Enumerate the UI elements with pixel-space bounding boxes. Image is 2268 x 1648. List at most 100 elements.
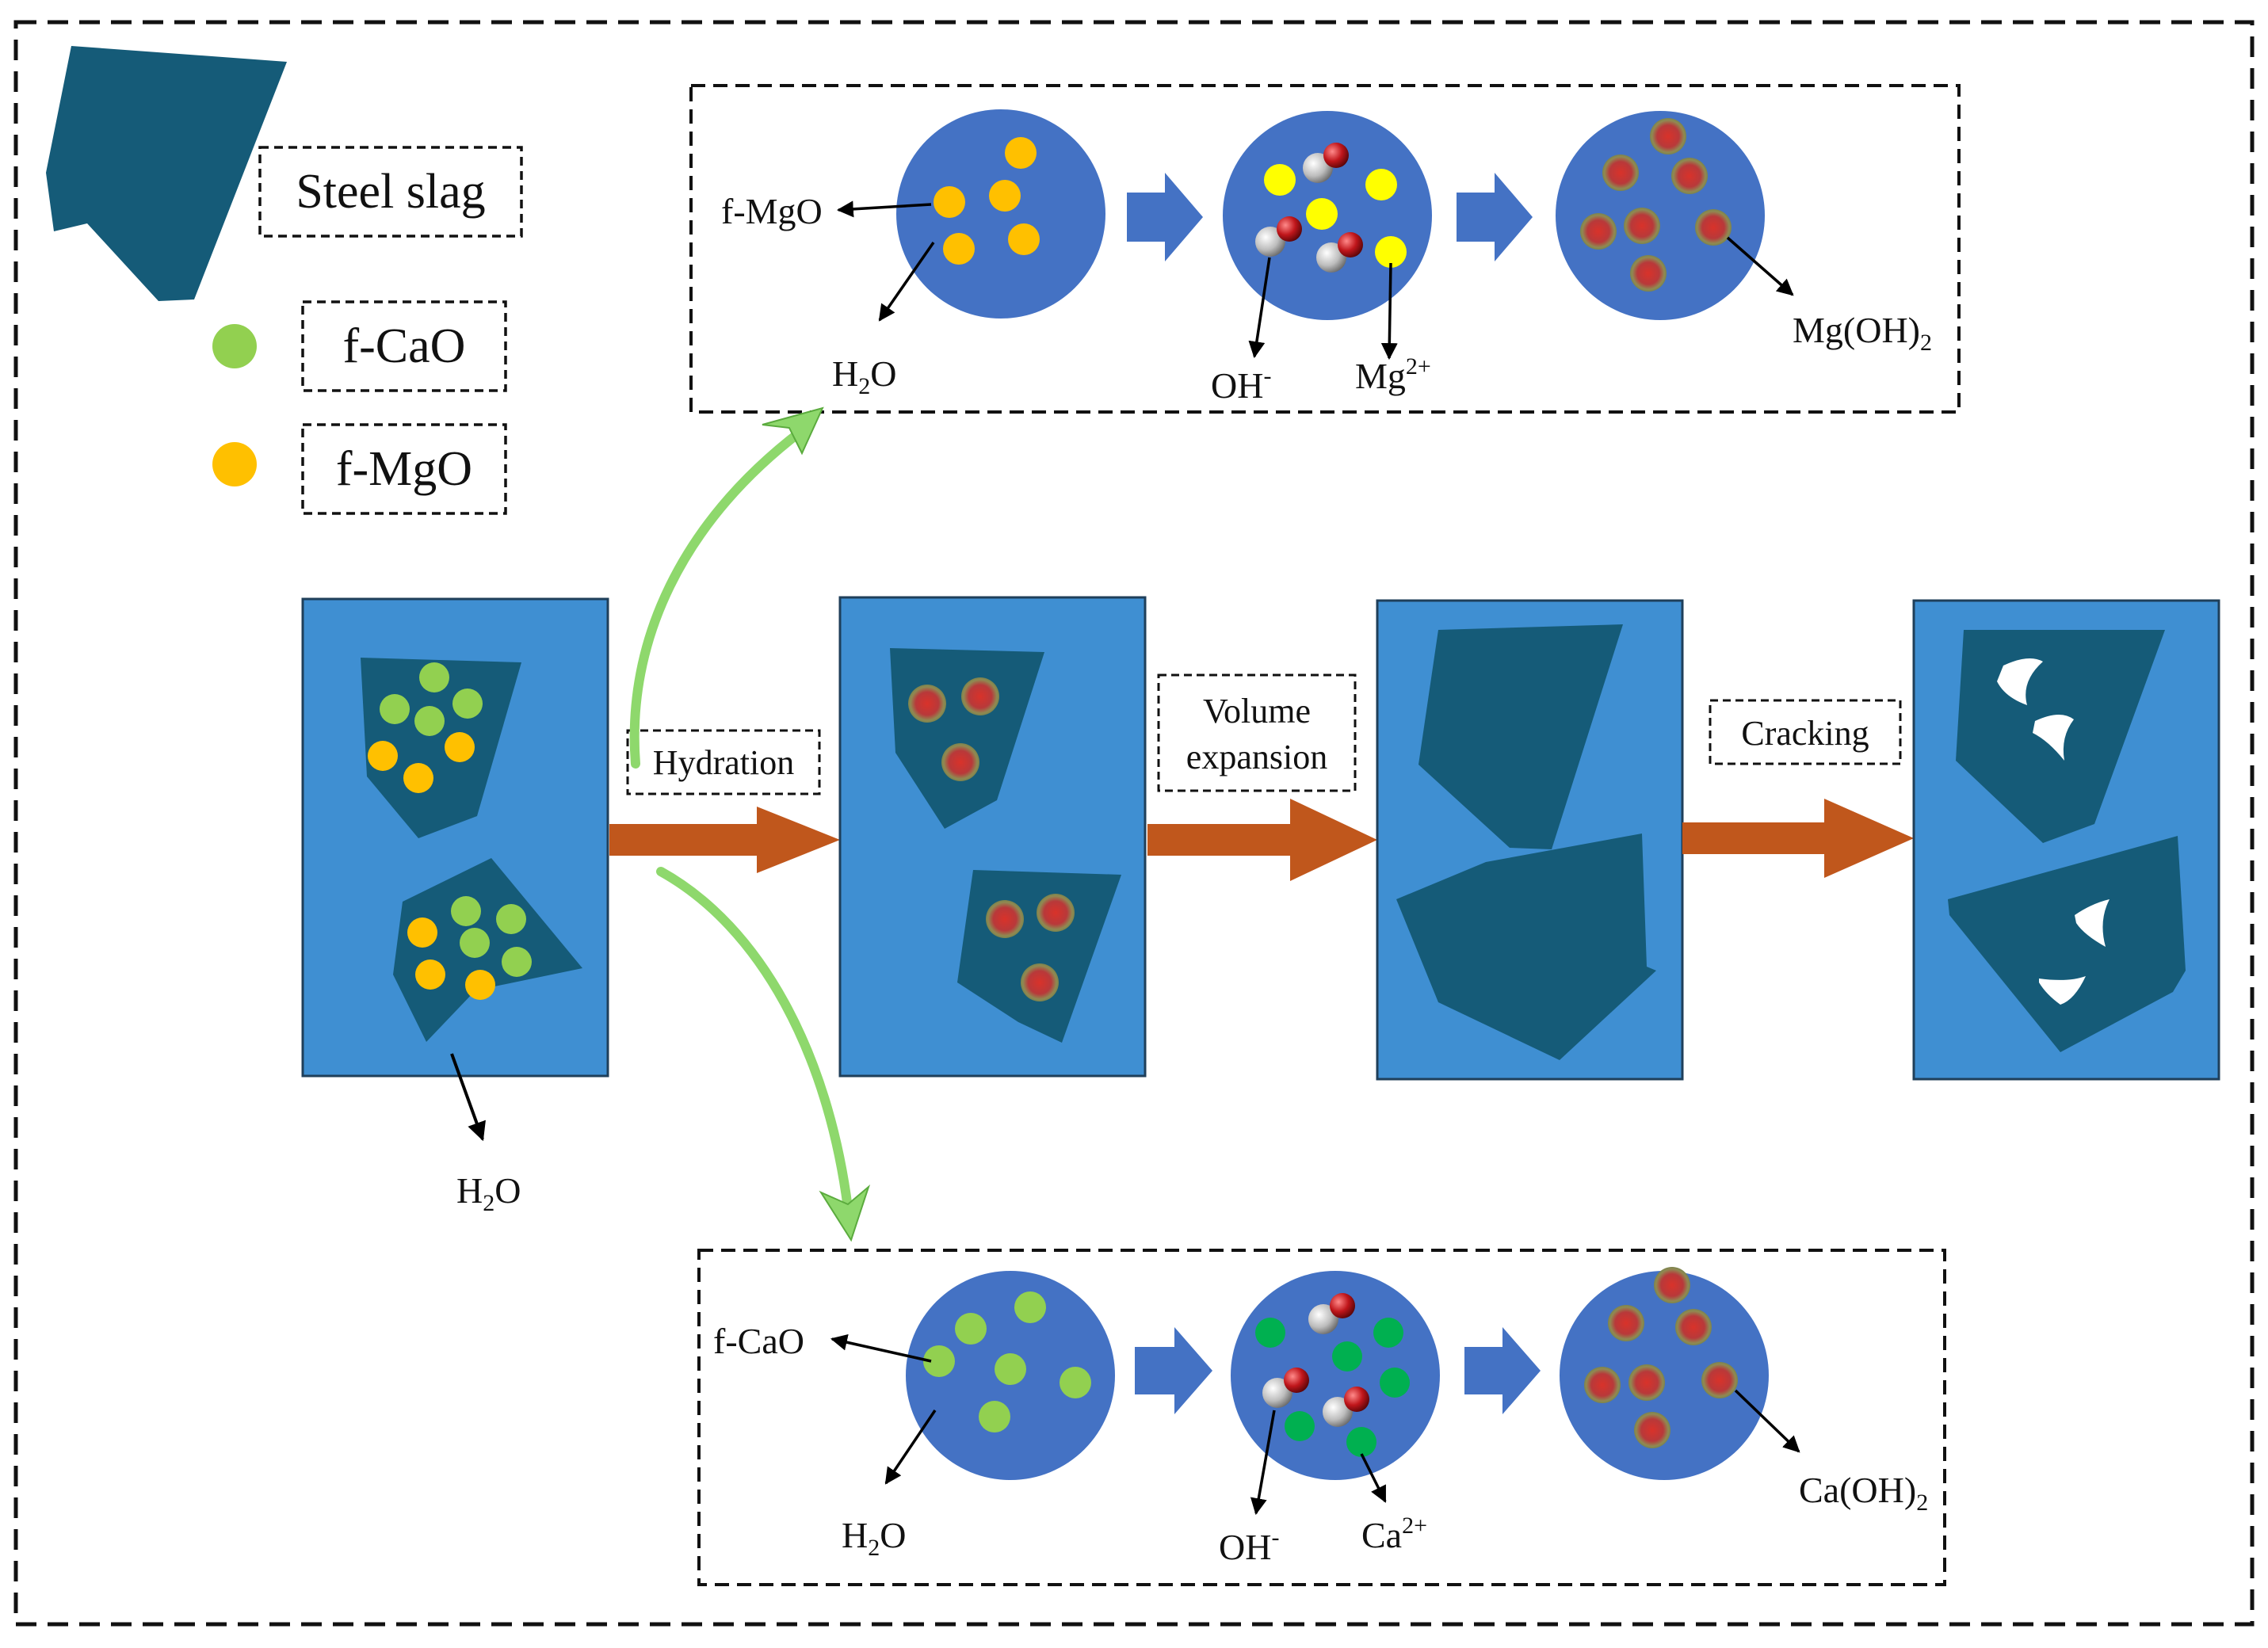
f-cao-particle (995, 1353, 1026, 1385)
cao-hydroxide-pointer-arrow (1250, 1410, 1276, 1516)
mgo-hydroxide-label: OH- (1211, 363, 1271, 406)
steel-slag-legend-label: Steel slag (296, 165, 485, 219)
f-mgo-particle (407, 917, 437, 948)
mg-oh2-particle (1602, 154, 1639, 191)
product-pointer-arrow (1726, 236, 1794, 296)
hydroxide-molecule (1255, 216, 1302, 257)
crack (2075, 899, 2110, 947)
mg-ion-pointer-arrow (1380, 262, 1398, 360)
ca-ion (1373, 1318, 1403, 1348)
mg-ion (1365, 169, 1397, 200)
ca-oh2-particle (1701, 1362, 1738, 1398)
f-mgo-legend-label: f-MgO (336, 442, 472, 496)
hydration-product-particle (1021, 963, 1059, 1001)
ca-oh2-particle (1675, 1309, 1712, 1345)
f-mgo-particle (1008, 223, 1040, 255)
f-mgo-particle (1005, 137, 1037, 169)
f-cao-particle (460, 928, 490, 958)
f-cao-legend-box (301, 300, 507, 392)
hydroxide-pointer-arrow (1248, 257, 1271, 359)
mgo-step-arrow (1457, 173, 1533, 261)
f-cao-particle (1014, 1291, 1046, 1323)
mg-oh2-particle (1580, 213, 1617, 250)
mg-oh2-particle (1650, 118, 1686, 154)
f-cao-particle (923, 1345, 955, 1377)
mgo-step-arrow (1127, 173, 1203, 261)
expanded-slag-particle (1418, 624, 1623, 849)
f-mgo-legend-dot (212, 442, 257, 486)
crack (1997, 658, 2043, 705)
mg-ion-label: Mg2+ (1355, 353, 1431, 396)
f-mgo-particle (368, 741, 398, 771)
f-cao-particle (414, 706, 445, 736)
mgo-reactant-circle (896, 109, 1105, 319)
hydration-label: Hydration (653, 743, 794, 782)
crack (2033, 714, 2074, 761)
mg-oh2-label: Mg(OH)2 (1793, 310, 1932, 356)
f-mgo-particle (989, 180, 1021, 212)
ca-oh2-particle (1608, 1305, 1644, 1341)
legend: Steel slag f-CaO f-MgO (46, 46, 523, 515)
f-mgo-particle (403, 763, 433, 793)
f-mgo-particle (445, 732, 475, 762)
cao-product-pointer-arrow (1734, 1389, 1800, 1453)
ca-ion-pointer-arrow (1360, 1453, 1387, 1503)
hydration-label-box (626, 729, 821, 795)
volume-expansion-label-line1: Volume (1203, 692, 1311, 731)
mg-oh2-particle (1624, 208, 1660, 244)
hydroxide-molecule (1303, 143, 1349, 183)
cao-step-arrow (1464, 1327, 1541, 1414)
stage-water-label: H2O (456, 1170, 521, 1216)
cracking-arrow (1682, 799, 1914, 878)
f-mgo-legend-box (301, 423, 507, 515)
ca-ion (1255, 1318, 1285, 1348)
ca-oh2-particle (1628, 1364, 1665, 1401)
f-cao-particle (380, 694, 410, 724)
f-cao-pointer-arrow (830, 1333, 932, 1363)
expanded-slag-particle (1396, 834, 1656, 1060)
f-cao-label: f-CaO (713, 1321, 804, 1361)
volume-expansion-label-box (1157, 673, 1357, 792)
mg-oh2-particle (1695, 209, 1732, 246)
cracking-label: Cracking (1741, 714, 1869, 753)
cao-hydration-panel: f-CaO H2O OH- Ca2+ Ca(OH)2 (697, 1249, 1946, 1586)
f-cao-particle (419, 662, 449, 692)
hydration-product-particle (908, 685, 946, 723)
hydration-product-particle (941, 743, 979, 781)
f-cao-particle (451, 896, 481, 926)
ca-ion (1346, 1427, 1376, 1457)
f-cao-particle (496, 904, 526, 934)
cao-water-pointer-arrow (884, 1410, 937, 1485)
outer-frame (13, 20, 2255, 1627)
f-mgo-label: f-MgO (721, 191, 823, 231)
volume-expansion-arrow (1147, 799, 1377, 881)
mg-oh2-particle (1671, 158, 1708, 194)
hydroxide-molecule (1316, 232, 1363, 273)
ca-oh2-particle (1634, 1412, 1670, 1448)
stage-water-pointer-arrow (450, 1053, 486, 1142)
f-cao-particle (979, 1401, 1010, 1432)
hydration-product-particle (1037, 894, 1075, 932)
to-mgo-panel-arrowhead (762, 406, 824, 456)
f-cao-particle (1060, 1367, 1091, 1398)
hydration-product-particle (961, 677, 999, 715)
to-cao-panel-curve-arrow (656, 867, 853, 1213)
f-cao-particle (955, 1313, 987, 1345)
ca-oh2-particle (1584, 1367, 1621, 1403)
water-pointer-arrow (878, 242, 935, 322)
f-cao-legend-label: f-CaO (343, 319, 466, 373)
steel-slag-legend-shape (46, 46, 287, 301)
f-cao-legend-dot (212, 324, 257, 368)
mgo-hydration-panel: f-MgO H2O OH- Mg2+ Mg(OH)2 (689, 84, 1961, 414)
f-mgo-pointer-arrow (836, 200, 932, 218)
f-mgo-particle (943, 233, 975, 265)
hydroxide-molecule (1262, 1368, 1309, 1408)
ca-ion-label: Ca2+ (1361, 1513, 1427, 1555)
to-cao-panel-arrowhead (819, 1184, 871, 1242)
mg-oh2-particle (1630, 255, 1667, 292)
cracking-label-box (1709, 699, 1902, 765)
f-mgo-particle (465, 970, 495, 1000)
cracked-slag-particle (1948, 836, 2186, 1052)
hydroxide-molecule (1308, 1293, 1355, 1334)
